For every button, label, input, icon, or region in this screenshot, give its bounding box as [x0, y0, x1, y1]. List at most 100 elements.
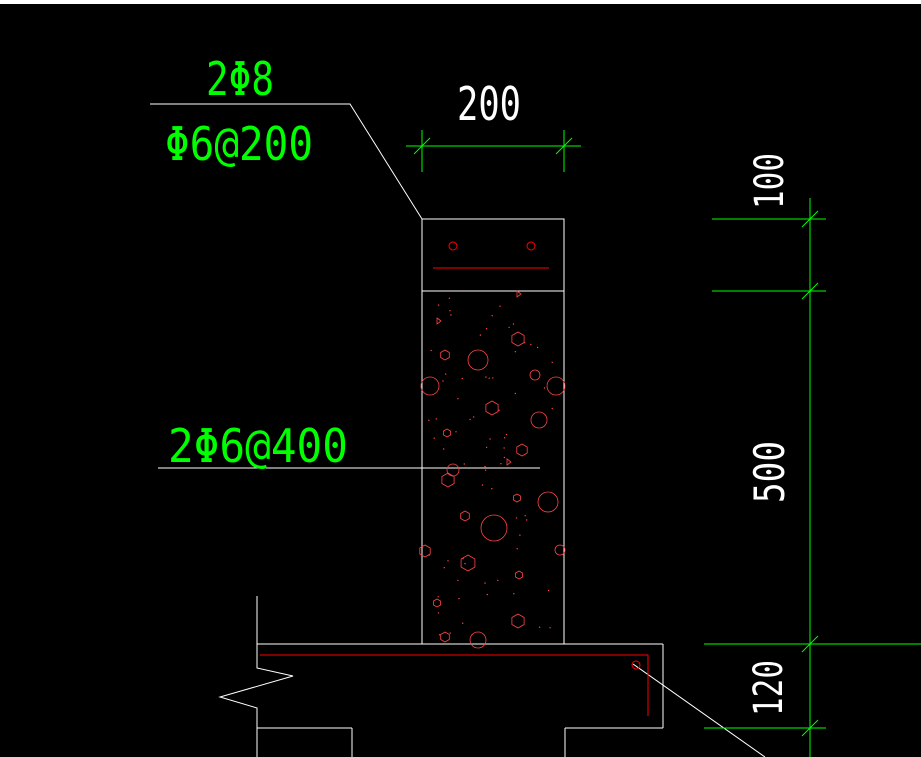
- leader-top-bars: [150, 103, 423, 220]
- sand-dot: [513, 593, 515, 595]
- aggregate-stone: [441, 472, 455, 488]
- sand-dot: [462, 558, 464, 560]
- sand-dot: [484, 582, 486, 584]
- sand-dot: [469, 418, 471, 421]
- window-top-border: [0, 0, 921, 4]
- sand-dot: [503, 456, 506, 459]
- sand-dot: [484, 469, 487, 471]
- sand-dot: [491, 488, 493, 490]
- aggregate-stone: [513, 493, 521, 503]
- sand-dot: [485, 446, 488, 449]
- break-line: [218, 596, 294, 728]
- sand-dot: [438, 634, 441, 636]
- sand-dot: [524, 515, 526, 517]
- sand-dot: [497, 579, 499, 582]
- rebar-top-right: [526, 241, 536, 251]
- cad-drawing-canvas[interactable]: 200 100 500 120 2Φ8 Φ6@200 2Φ6@400: [0, 4, 921, 757]
- sand-dot: [523, 342, 526, 344]
- cap-beam-outline: [421, 218, 565, 292]
- sand-dot: [526, 519, 528, 521]
- sand-dot: [437, 612, 440, 614]
- aggregate-stone: [515, 570, 523, 580]
- sand-dot: [515, 517, 518, 519]
- aggregate-stone: [467, 349, 489, 371]
- sand-dot: [430, 349, 432, 352]
- sand-dot: [479, 334, 482, 336]
- aggregate-stone: [420, 376, 440, 396]
- rebar-slab-corner: [631, 660, 641, 670]
- aggregate-stone: [516, 443, 528, 457]
- aggregate-stone: [443, 428, 451, 438]
- aggregate-stone: [511, 613, 525, 629]
- aggregate-stone: [460, 554, 476, 572]
- sand-dot: [547, 589, 550, 592]
- sand-dot: [463, 463, 465, 465]
- sand-dot: [512, 323, 515, 325]
- aggregate-stone: [419, 544, 431, 558]
- sand-dot: [435, 418, 437, 420]
- sand-dot: [442, 380, 444, 382]
- sand-dot: [500, 463, 502, 465]
- dim-cap-height-text: 100: [747, 153, 793, 209]
- label-wall-bars: 2Φ6@400: [168, 419, 348, 473]
- aggregate-stone: [440, 631, 450, 643]
- label-stirrups: Φ6@200: [165, 117, 313, 171]
- aggregate-stone: [440, 349, 450, 361]
- dim-width-text: 200: [457, 77, 521, 131]
- sand-dot: [485, 376, 487, 378]
- sand-dot: [551, 361, 553, 363]
- sand-dot: [449, 632, 451, 634]
- sand-dot: [437, 304, 440, 306]
- sand-dot: [433, 437, 435, 439]
- sand-dot: [473, 416, 475, 418]
- aggregate-chip: [436, 317, 442, 325]
- sand-dot: [488, 377, 490, 379]
- aggregate-stone: [529, 369, 541, 381]
- sand-dot: [461, 377, 463, 380]
- dimension-layer: [406, 130, 921, 757]
- sand-dot: [450, 314, 452, 316]
- aggregate-stone: [537, 491, 559, 513]
- dim-tick-644: [801, 635, 819, 653]
- sand-dot: [549, 627, 551, 629]
- sand-dot: [499, 305, 501, 307]
- aggregate-stone: [469, 631, 487, 649]
- dim-slab-thickness-text: 120: [746, 660, 792, 716]
- sand-dot: [443, 567, 445, 569]
- sand-dot: [503, 447, 505, 449]
- sand-dot: [508, 326, 510, 329]
- dim-tick-219: [801, 210, 819, 228]
- sand-dot: [448, 297, 451, 299]
- sand-dot: [462, 622, 464, 624]
- dim-wall-height-text: 500: [745, 441, 794, 503]
- sand-dot: [457, 398, 459, 400]
- label-top-bars: 2Φ8: [206, 52, 274, 106]
- aggregate-stone: [485, 400, 499, 416]
- sand-dot: [505, 433, 508, 436]
- aggregate-stone: [546, 376, 566, 396]
- sand-dot: [481, 484, 484, 486]
- sand-dot: [457, 579, 459, 582]
- aggregate-stone: [460, 510, 470, 522]
- sand-dot: [447, 560, 449, 562]
- sand-dot: [428, 419, 430, 421]
- sand-dot: [536, 346, 539, 349]
- dim-width-tick-right: [555, 137, 573, 155]
- sand-dot: [428, 554, 430, 556]
- rebar-layer: [260, 241, 649, 716]
- aggregate-stone: [511, 331, 525, 347]
- dim-tick-728: [801, 719, 819, 737]
- sand-dot: [498, 409, 500, 411]
- aggregate-stone: [554, 544, 566, 556]
- concrete-hatch: [419, 290, 566, 649]
- sand-dot: [551, 407, 553, 410]
- sand-dot: [491, 315, 493, 317]
- slab-reinforcement: [260, 654, 649, 716]
- sand-dot: [489, 438, 491, 440]
- sand-dot: [485, 328, 488, 330]
- dim-tick-291: [801, 282, 819, 300]
- sand-dot: [492, 377, 494, 379]
- sand-dot: [443, 448, 445, 450]
- sand-dot: [437, 596, 439, 598]
- sand-dot: [449, 310, 451, 312]
